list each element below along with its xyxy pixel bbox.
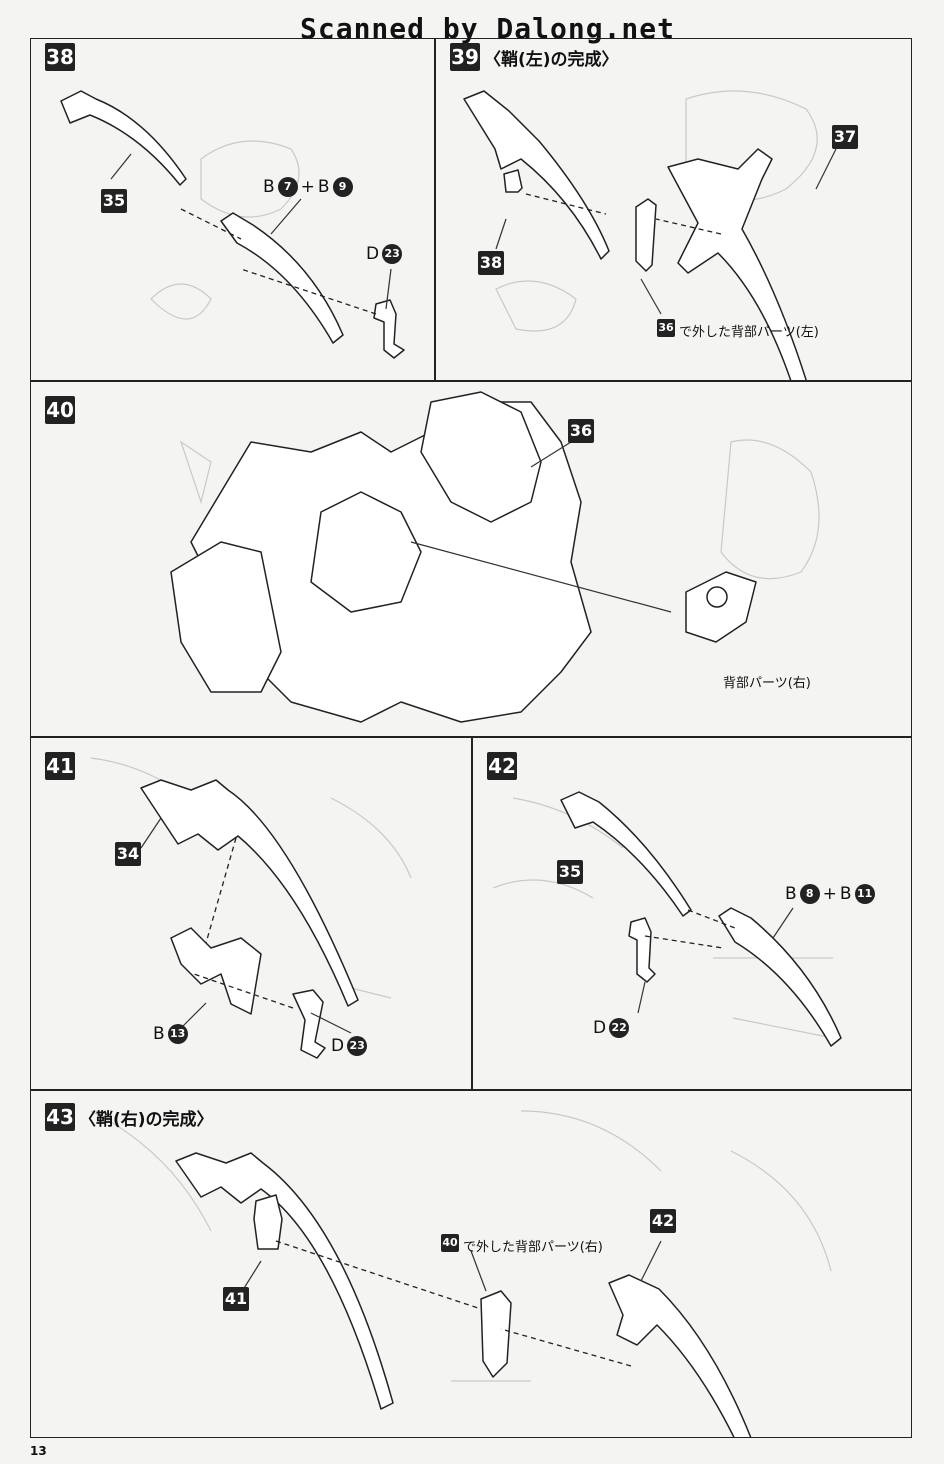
- plus-sign: +: [300, 177, 315, 197]
- part-35-callout: 35: [557, 860, 583, 884]
- step-40-panel: 40 36 背部パーツ(右): [30, 381, 912, 737]
- part-ref-b8-b11: B 8 + B 11: [785, 884, 875, 904]
- part-number: 7: [277, 177, 298, 197]
- step-41-panel: 41 34 B 13 D 23: [30, 737, 472, 1090]
- part-35-callout: 35: [101, 189, 127, 213]
- part-36-callout: 36: [568, 419, 594, 443]
- part-ref-d23: D 23: [366, 244, 403, 264]
- step-39-note: で外した背部パーツ(左): [679, 325, 819, 340]
- step-42-illustration: [492, 791, 842, 1047]
- step-38-number: 38: [45, 43, 75, 71]
- step-39-title: 〈鞘(左)の完成〉: [484, 50, 619, 70]
- step-40-note: 背部パーツ(右): [723, 676, 811, 691]
- step-42-number: 42: [487, 752, 517, 780]
- part-37-callout: 37: [832, 125, 858, 149]
- part-letter: D: [366, 244, 380, 264]
- step-43-illustration: [90, 1110, 832, 1437]
- part-letter: B: [263, 177, 275, 197]
- part-number: 11: [854, 884, 875, 904]
- part-34-callout: 34: [115, 842, 141, 866]
- step-41-illustration: [90, 757, 412, 1059]
- step-42-panel: 42 35 B 8 + B 11 D 22: [472, 737, 912, 1090]
- part-number: 23: [382, 244, 403, 264]
- step-43-panel: 43 〈鞘(右)の完成〉 41 42 40 で外した背部パーツ(右): [30, 1090, 912, 1438]
- part-ref-b7-b9: B 7 + B 9: [263, 177, 353, 197]
- step-43-note: で外した背部パーツ(右): [463, 1240, 603, 1255]
- part-42-callout: 42: [650, 1209, 676, 1233]
- part-41-callout: 41: [223, 1287, 249, 1311]
- plus-sign: +: [822, 884, 837, 904]
- part-letter: D: [593, 1018, 607, 1038]
- step-39-panel: 39 〈鞘(左)の完成〉 37 38 36 で外した背部パーツ(左): [435, 38, 912, 381]
- step-43-title: 〈鞘(右)の完成〉: [79, 1110, 214, 1130]
- part-number: 9: [332, 177, 353, 197]
- step-39-illustration: [463, 90, 837, 380]
- step-39-number: 39: [450, 43, 480, 71]
- page-number: 13: [30, 1444, 47, 1458]
- part-number: 13: [167, 1024, 188, 1044]
- part-ref-d22: D 22: [593, 1018, 630, 1038]
- part-36-callout: 36: [657, 319, 675, 337]
- part-letter: B: [785, 884, 797, 904]
- step-38-illustration: [60, 90, 405, 359]
- step-40-illustration: [170, 391, 820, 723]
- step-41-number: 41: [45, 752, 75, 780]
- part-number: 8: [799, 884, 820, 904]
- part-40-callout: 40: [441, 1234, 459, 1252]
- step-38-panel: 38 35 B 7 + B 9 D 23: [30, 38, 435, 381]
- part-number: 22: [609, 1018, 630, 1038]
- watermark: Scanned by Dalong.net: [300, 12, 676, 45]
- part-38-callout: 38: [478, 251, 504, 275]
- step-43-number: 43: [45, 1103, 75, 1131]
- part-ref-d23: D 23: [331, 1036, 368, 1056]
- part-letter: B: [839, 884, 852, 904]
- part-letter: B: [317, 177, 330, 197]
- step-40-number: 40: [45, 396, 75, 424]
- part-letter: D: [331, 1036, 345, 1056]
- part-number: 23: [347, 1036, 368, 1056]
- part-ref-b13: B 13: [153, 1024, 188, 1044]
- part-letter: B: [153, 1024, 165, 1044]
